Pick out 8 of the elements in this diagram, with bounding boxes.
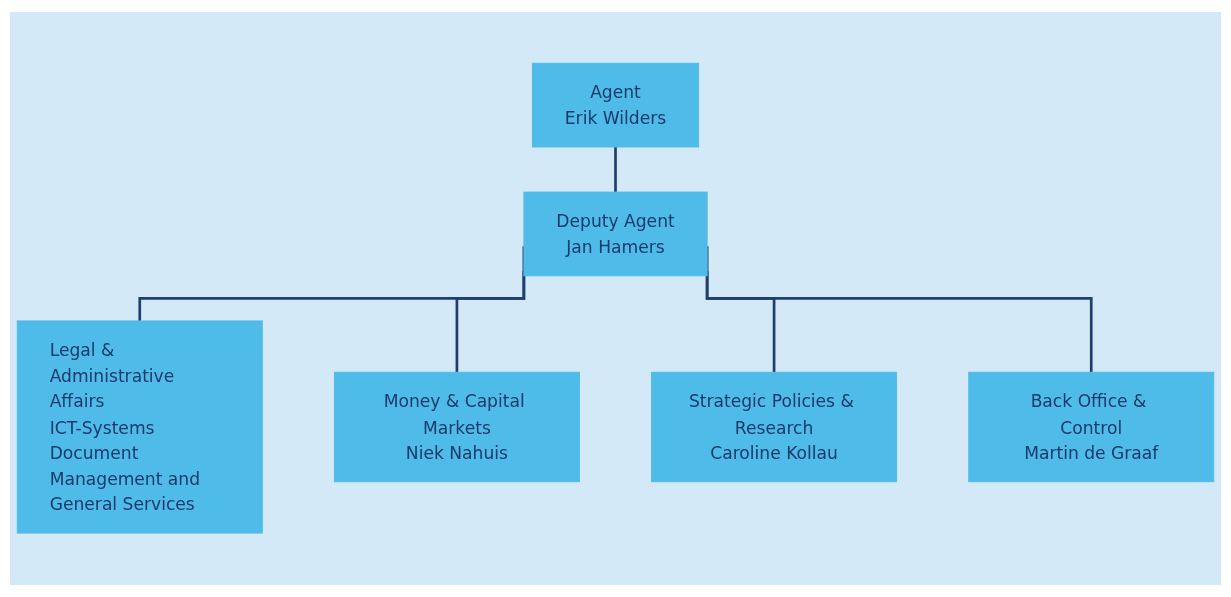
chart-background: Agent Erik Wilders Deputy Agent Jan Hamers Legal & Administrative Affairs ICT-Systems Document Management and General Services Money & Capital Markets Niek Nahuis Strategic Policies & Research Caroline Kollau Back Office & Control Martin de Graaf (10, 12, 1221, 585)
node-box (523, 191, 708, 277)
node-box (968, 372, 1215, 483)
node-box (651, 372, 898, 483)
node-box (531, 63, 700, 148)
node-box (333, 372, 580, 483)
node-box (16, 320, 263, 534)
connector (614, 147, 617, 194)
